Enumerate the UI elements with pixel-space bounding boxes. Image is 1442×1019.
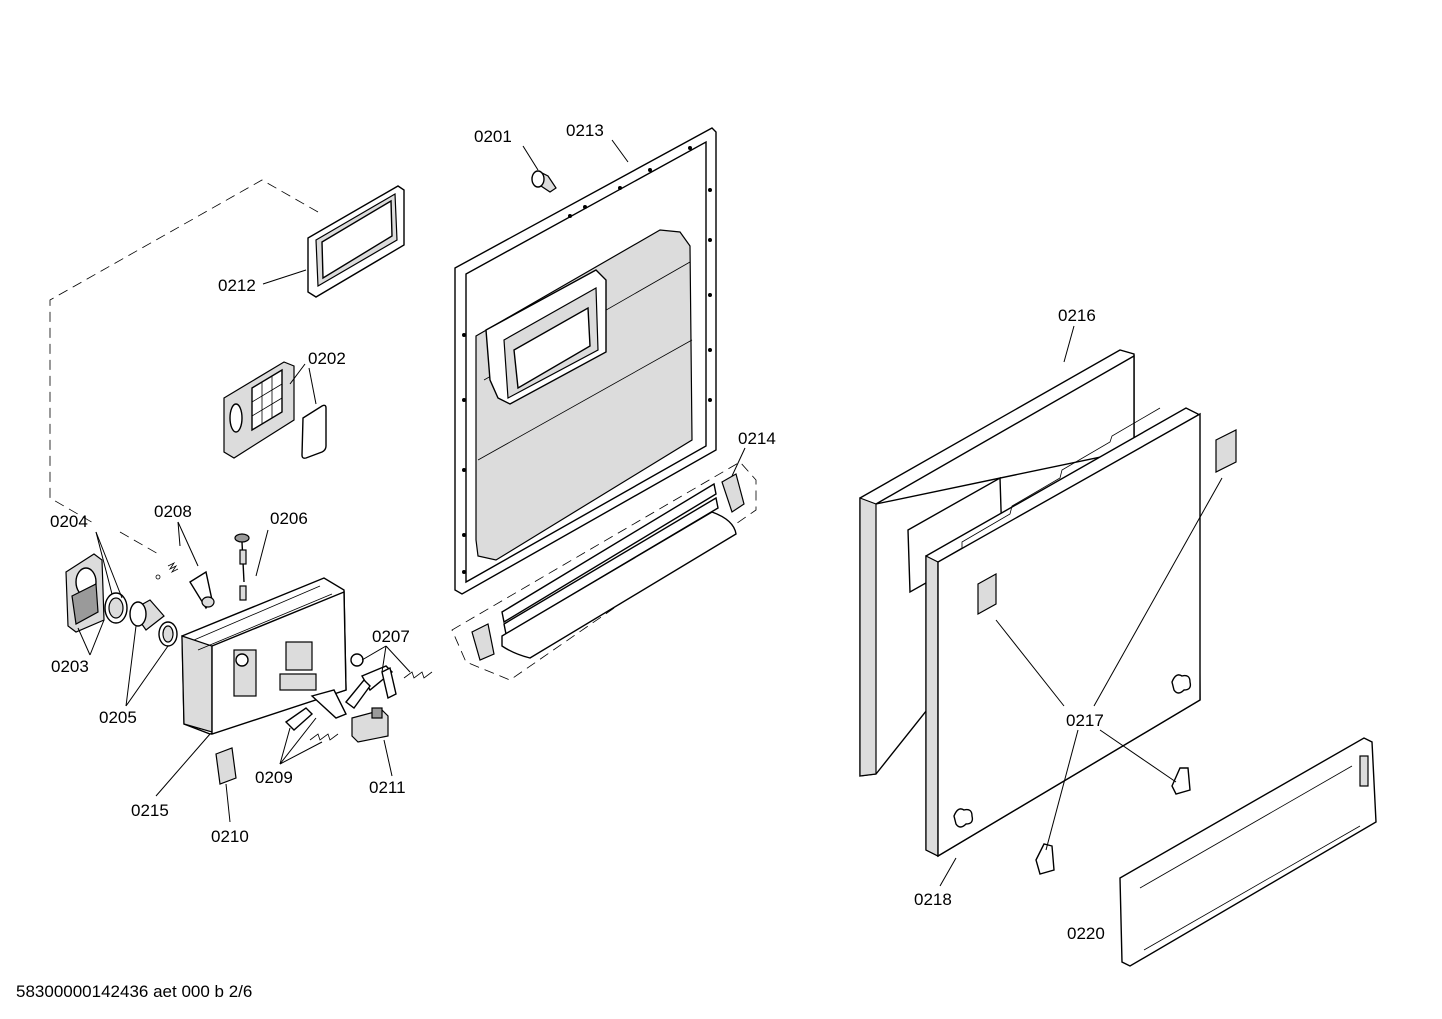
label-0210: 0210 xyxy=(211,827,249,846)
part-0201-screw xyxy=(531,170,557,193)
label-0208: 0208 xyxy=(154,502,192,521)
label-0218: 0218 xyxy=(914,890,952,909)
part-0220-kickplate xyxy=(1119,737,1377,967)
document-code-footer: 58300000142436 aet 000 b 2/6 xyxy=(16,982,252,1001)
label-0204: 0204 xyxy=(50,512,88,531)
part-0217-parts xyxy=(1035,429,1237,875)
label-0213: 0213 xyxy=(566,121,604,140)
label-0201: 0201 xyxy=(474,127,512,146)
label-0215: 0215 xyxy=(131,801,169,820)
part-0210-plate xyxy=(215,747,237,785)
part-0212-frame xyxy=(307,185,405,298)
part-0204-panel xyxy=(65,553,105,633)
part-0213-inner-door xyxy=(454,127,717,595)
part-0203-ring xyxy=(104,592,128,624)
part-0211-switch xyxy=(351,707,389,743)
label-0216: 0216 xyxy=(1058,306,1096,325)
label-0211: 0211 xyxy=(369,778,406,797)
part-0218-inner-panel xyxy=(925,407,1201,858)
label-0214: 0214 xyxy=(738,429,776,448)
part-0202-gasket xyxy=(301,404,327,459)
leader-lines xyxy=(77,139,1223,887)
part-0208-clip xyxy=(155,561,215,610)
part-0214-rail xyxy=(451,461,757,681)
label-0220: 0220 xyxy=(1067,924,1105,943)
part-0215-housing xyxy=(181,577,347,735)
label-0217: 0217 xyxy=(1066,711,1104,730)
label-0207: 0207 xyxy=(372,627,410,646)
label-0202: 0202 xyxy=(308,349,346,368)
part-0202-grille xyxy=(223,361,295,459)
label-0203: 0203 xyxy=(51,657,89,676)
part-0209-levers xyxy=(284,678,371,741)
assembly-dashed-line xyxy=(49,179,319,525)
label-0209: 0209 xyxy=(255,768,293,787)
label-0205: 0205 xyxy=(99,708,137,727)
label-0212: 0212 xyxy=(218,276,256,295)
part-0206-pin xyxy=(234,533,250,601)
part-0205-nozzle xyxy=(129,599,178,647)
label-0206: 0206 xyxy=(270,509,308,528)
